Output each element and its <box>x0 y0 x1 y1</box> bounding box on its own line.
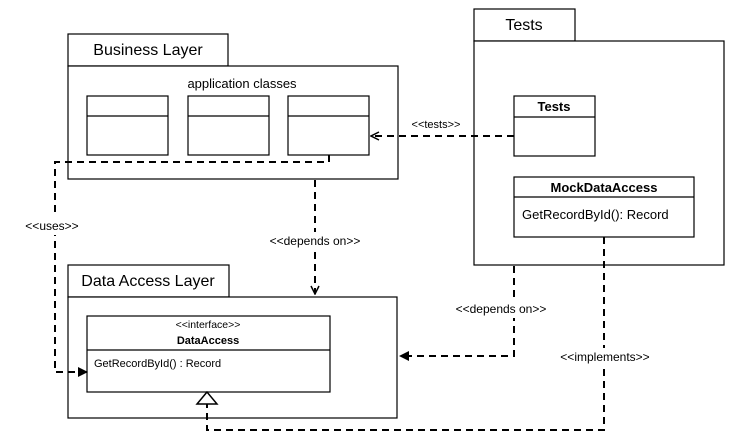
data-access-layer-tab <box>67 264 230 298</box>
relation-depends-on-tests: <<depends on>> <box>399 266 558 361</box>
tests-package-title: Tests <box>505 17 542 34</box>
implements-line <box>206 237 605 431</box>
data-access-method: GetRecordById() : Record <box>94 358 221 370</box>
tests-package-tab <box>473 8 576 42</box>
application-class-2 <box>187 95 270 156</box>
data-access-interface: <<interface>> DataAccess GetRecordById()… <box>86 315 331 393</box>
business-layer-package: Business Layer application classes <box>67 33 399 180</box>
mock-data-access-class: MockDataAccess GetRecordById(): Record <box>513 176 695 238</box>
business-layer-tab <box>67 33 229 67</box>
depends-on-tests-arrow <box>399 266 515 361</box>
relation-uses: <<uses>> <box>18 155 330 377</box>
depends-on-tests-label: <<depends on>> <box>456 302 547 316</box>
application-class-1 <box>86 95 169 156</box>
uses-arrow <box>54 155 330 377</box>
application-classes-label: application classes <box>187 76 297 91</box>
mock-data-access-name: MockDataAccess <box>551 180 658 195</box>
data-access-name: DataAccess <box>177 335 239 347</box>
application-class-3 <box>287 95 370 156</box>
interface-stereotype: <<interface>> <box>176 319 241 331</box>
tests-package: Tests Tests MockDataAccess GetRecordById… <box>473 8 725 266</box>
mock-data-access-method: GetRecordById(): Record <box>522 207 669 222</box>
relation-implements: <<implements>> <box>195 237 662 431</box>
tests-label: <<tests>> <box>412 119 461 131</box>
depends-on-business-label: <<depends on>> <box>270 234 361 248</box>
implements-label: <<implements>> <box>560 350 649 364</box>
tests-class-name: Tests <box>538 99 571 114</box>
relation-depends-on-business: <<depends on>> <box>258 180 372 294</box>
business-layer-title: Business Layer <box>93 42 203 59</box>
data-access-layer-package: Data Access Layer <<interface>> DataAcce… <box>67 264 398 419</box>
uses-label: <<uses>> <box>25 219 78 233</box>
realization-triangle <box>195 390 219 405</box>
relation-tests: <<tests>> <box>371 119 514 136</box>
data-access-layer-title: Data Access Layer <box>81 273 215 290</box>
tests-class: Tests <box>513 95 596 157</box>
